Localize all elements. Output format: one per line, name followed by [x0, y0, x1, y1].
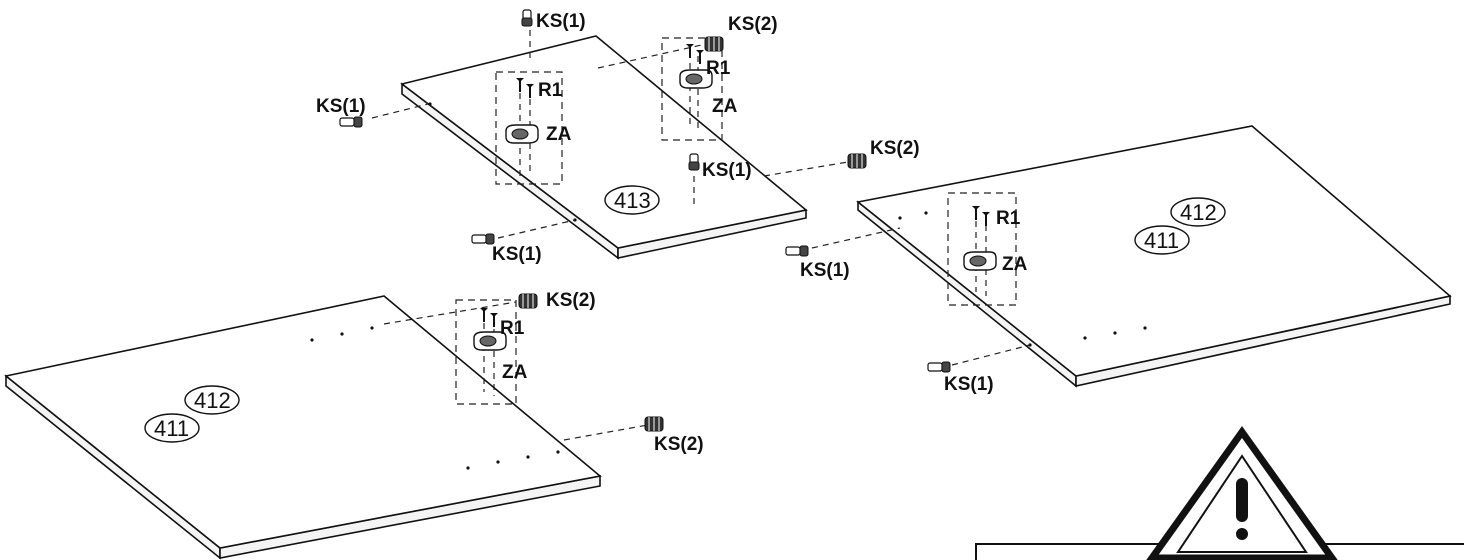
part-413-label: 413 [614, 188, 651, 213]
part-412-label: 412 [194, 388, 231, 413]
cam-bolt-ks2-icon [518, 293, 538, 309]
za-label: ZA [1002, 254, 1028, 275]
part-411-oval [144, 413, 200, 443]
r1-label: R1 [996, 208, 1021, 229]
warning-notice [975, 425, 1464, 560]
ks2-label: KS(2) [654, 434, 704, 455]
cam-lock-za-icon [963, 251, 997, 271]
part-412-label: 412 [1180, 200, 1217, 225]
panel-right [856, 125, 1452, 388]
fitting-box-left-panel [455, 299, 517, 405]
cam-dowel-ks1-icon [521, 9, 533, 27]
cam-bolt-ks2-icon [847, 153, 867, 169]
r1-label: R1 [706, 58, 731, 79]
part-411-label: 411 [154, 416, 189, 441]
cam-dowel-ks1-icon [688, 153, 700, 171]
cam-dowel-ks1-icon [339, 116, 363, 128]
za-label: ZA [502, 362, 528, 383]
ks2-label: KS(2) [546, 290, 596, 311]
r1-label: R1 [500, 318, 525, 339]
fitting-box-413-right [661, 37, 723, 141]
ks1-label: KS(1) [536, 11, 586, 32]
screw-r1-icon [685, 43, 695, 59]
screw-r1-icon [695, 49, 705, 65]
part-412-oval [184, 385, 240, 415]
fitting-box-413-left [495, 71, 563, 185]
ks1-label: KS(1) [800, 260, 850, 281]
part-413-oval [604, 185, 660, 215]
ks2-label: KS(2) [728, 14, 778, 35]
cam-lock-za-icon [505, 124, 539, 144]
za-label: ZA [546, 124, 572, 145]
ks1-label: KS(1) [316, 96, 366, 117]
warning-triangle-icon [1146, 425, 1338, 560]
ks1-label: KS(1) [944, 374, 994, 395]
fitting-box-right-panel [947, 192, 1017, 306]
cam-dowel-ks1-icon [471, 233, 495, 245]
part-411-label: 411 [1144, 228, 1179, 253]
panel-413 [400, 35, 808, 260]
ks1-label: KS(1) [492, 244, 542, 265]
cam-dowel-ks1-icon [927, 361, 951, 373]
cam-bolt-ks2-icon [644, 416, 664, 432]
cam-bolt-ks2-icon [704, 36, 724, 52]
part-412-oval [1170, 197, 1226, 227]
part-411-oval [1134, 225, 1190, 255]
ks1-label: KS(1) [702, 160, 752, 181]
r1-label: R1 [538, 80, 563, 101]
screw-r1-icon [489, 312, 499, 328]
ks2-label: KS(2) [870, 138, 920, 159]
za-label: ZA [712, 96, 738, 117]
panel-left [4, 295, 602, 560]
screw-r1-icon [479, 307, 489, 323]
cam-dowel-ks1-icon [785, 245, 809, 257]
